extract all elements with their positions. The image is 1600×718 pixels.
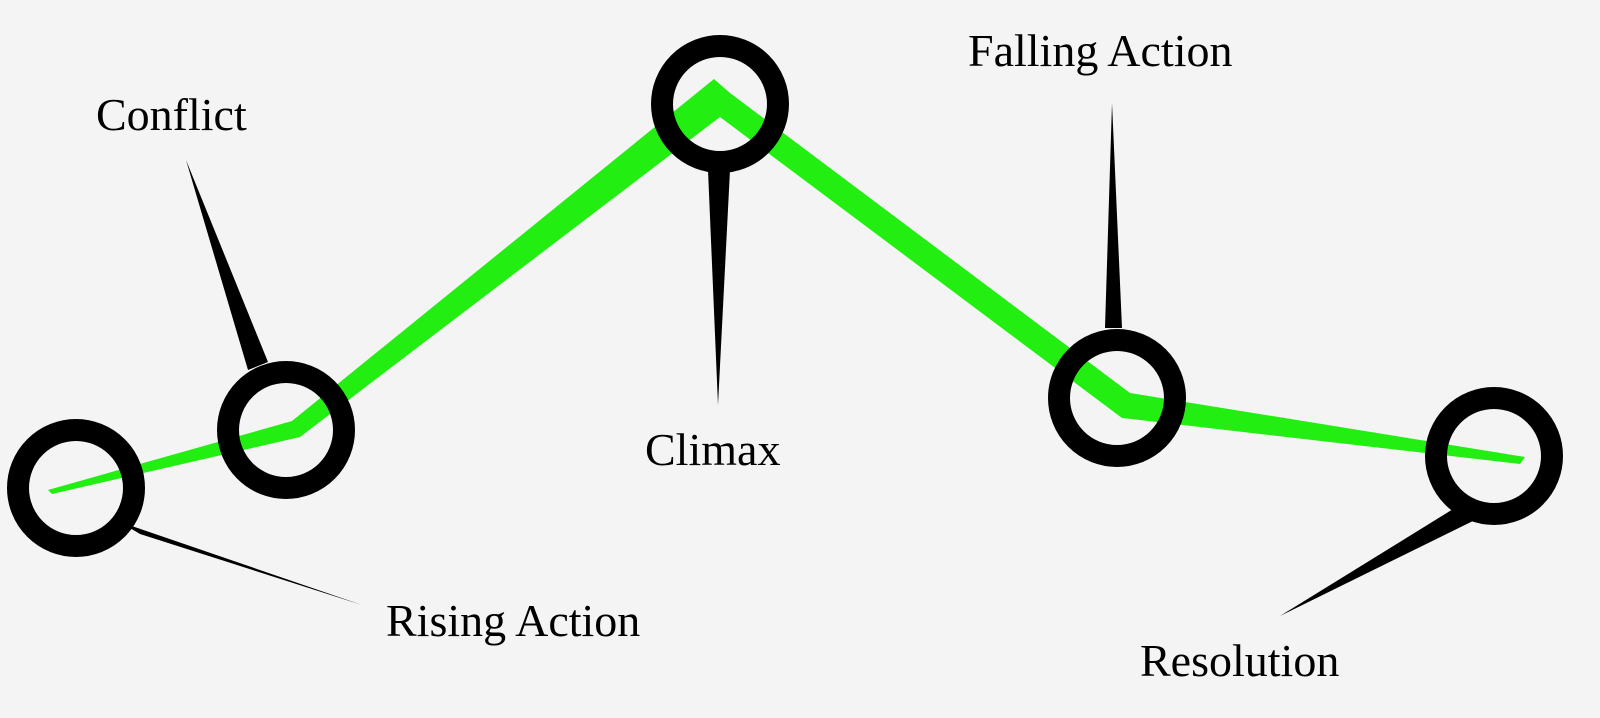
resolution-label: Resolution (1140, 635, 1339, 686)
falling-action-label: Falling Action (968, 25, 1233, 76)
conflict-label: Conflict (96, 89, 247, 140)
rising-action-label: Rising Action (386, 595, 640, 646)
resolution-pointer (1280, 506, 1475, 616)
climax-marker (651, 35, 789, 173)
falling-action-marker (1048, 329, 1186, 467)
falling-action-pointer (1105, 103, 1122, 328)
rising-action-pointer (120, 522, 362, 605)
rising-action-marker (7, 419, 145, 557)
conflict-pointer (186, 160, 268, 370)
resolution-marker (1425, 387, 1563, 525)
climax-pointer (708, 170, 730, 405)
plot-line (48, 79, 1525, 494)
conflict-marker (217, 361, 355, 499)
climax-label: Climax (645, 424, 780, 475)
